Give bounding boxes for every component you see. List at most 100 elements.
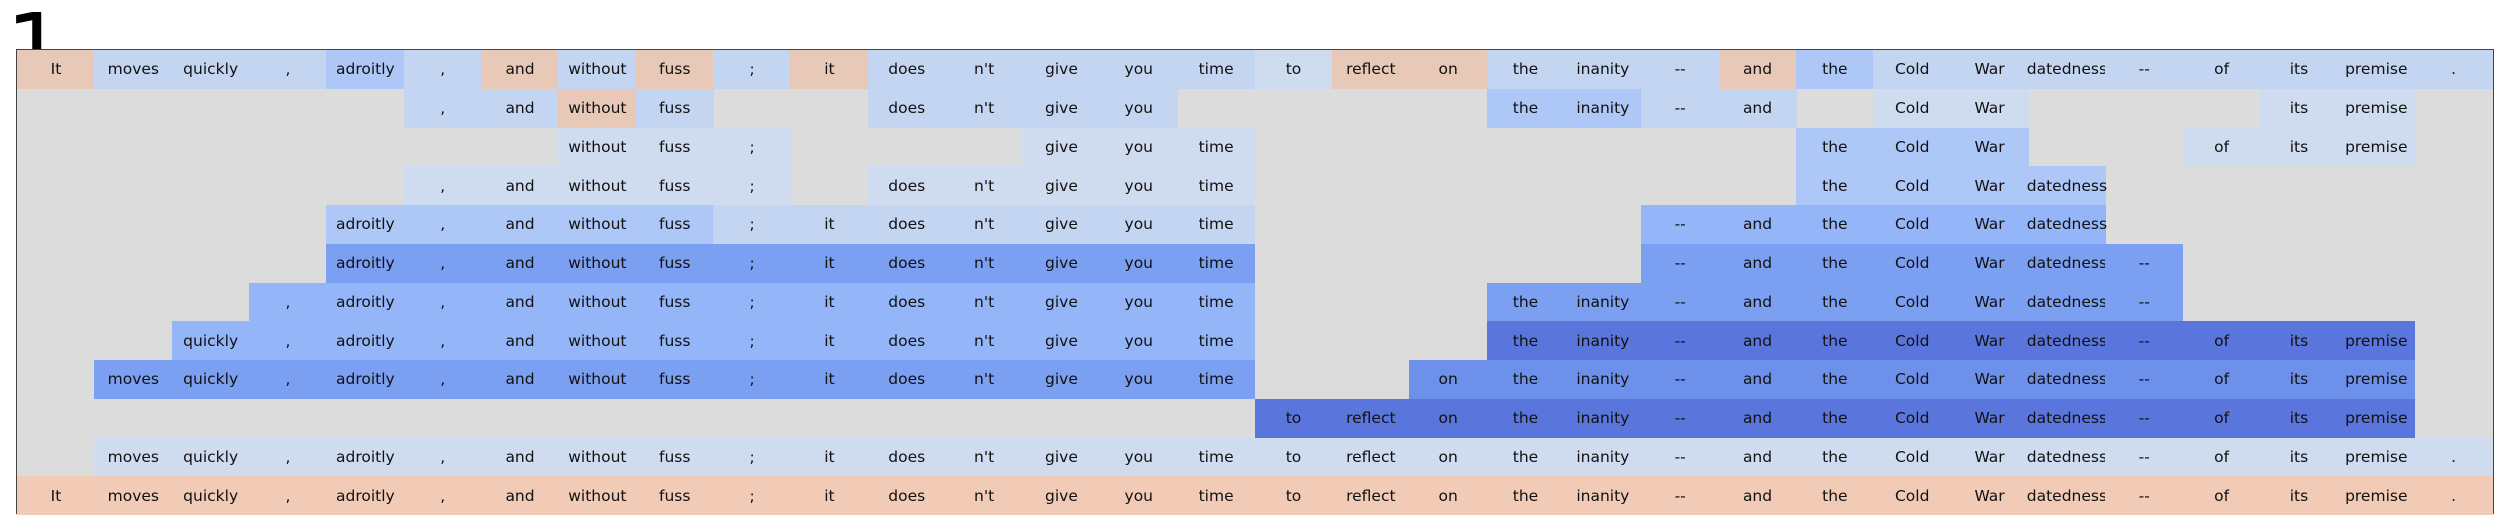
- token-cell: without: [558, 243, 637, 283]
- token-cell: of: [2182, 398, 2261, 438]
- token-cell: datedness: [2027, 166, 2107, 205]
- token-cell: n't: [945, 437, 1024, 477]
- token-cell: its: [2259, 127, 2338, 167]
- token-cell: --: [2105, 360, 2184, 399]
- token-cell: premise: [2337, 360, 2416, 399]
- token-cell: it: [790, 205, 869, 244]
- token-cell: time: [1177, 243, 1256, 283]
- token-cell: War: [1950, 50, 2029, 89]
- token-cell: you: [1099, 476, 1178, 515]
- token-cell: on: [1409, 360, 1488, 399]
- token-cell: time: [1177, 476, 1256, 515]
- token-cell: ,: [249, 476, 327, 515]
- token-cell: time: [1177, 127, 1256, 167]
- token-cell: ;: [713, 127, 792, 167]
- token-cell: .: [2414, 437, 2493, 477]
- token-cell: moves: [94, 476, 173, 515]
- token-cell: and: [481, 50, 559, 89]
- token-cell: you: [1099, 166, 1178, 205]
- token-cell: its: [2259, 437, 2338, 477]
- token-cell: its: [2259, 360, 2338, 399]
- token-cell: and: [481, 321, 559, 360]
- token-cell: ,: [403, 321, 482, 360]
- token-cell: to: [1254, 50, 1333, 89]
- token-cell: --: [2105, 476, 2184, 515]
- token-cell: without: [558, 476, 637, 515]
- token-cell: ,: [403, 476, 482, 515]
- token-cell: premise: [2337, 437, 2416, 477]
- token-cell: inanity: [1563, 437, 1642, 477]
- token-cell: fuss: [635, 205, 714, 244]
- token-cell: the: [1795, 205, 1874, 244]
- token-cell: time: [1177, 50, 1256, 89]
- token-cell: without: [558, 127, 637, 167]
- token-cell: the: [1795, 127, 1874, 167]
- token-cell: and: [481, 282, 559, 322]
- token-cell: you: [1099, 437, 1178, 477]
- token-cell: does: [867, 437, 946, 477]
- token-cell: ;: [713, 205, 792, 244]
- token-cell: you: [1099, 127, 1178, 167]
- token-cell: the: [1486, 398, 1565, 438]
- token-cell: War: [1950, 205, 2029, 244]
- token-cell: and: [1718, 205, 1797, 244]
- token-cell: it: [790, 243, 869, 283]
- token-cell: Cold: [1873, 127, 1952, 167]
- token-cell: does: [867, 88, 946, 128]
- token-cell: ,: [403, 360, 482, 399]
- token-cell: the: [1486, 360, 1565, 399]
- token-cell: does: [867, 476, 946, 515]
- token-cell: it: [790, 437, 869, 477]
- token-cell: reflect: [1331, 398, 1410, 438]
- token-cell: --: [2105, 398, 2184, 438]
- token-cell: datedness: [2027, 50, 2107, 89]
- token-cell: of: [2182, 127, 2261, 167]
- token-cell: give: [1022, 88, 1101, 128]
- token-cell: does: [867, 205, 946, 244]
- token-cell: give: [1022, 50, 1101, 89]
- token-cell: fuss: [635, 360, 714, 399]
- token-cell: without: [558, 282, 637, 322]
- token-cell: inanity: [1563, 88, 1642, 128]
- token-cell: inanity: [1563, 398, 1642, 438]
- token-cell: --: [1641, 321, 1720, 360]
- token-cell: It: [17, 476, 95, 515]
- token-cell: n't: [945, 476, 1024, 515]
- token-cell: datedness: [2027, 437, 2107, 477]
- token-cell: does: [867, 166, 946, 205]
- token-cell: and: [481, 476, 559, 515]
- token-cell: the: [1486, 282, 1565, 322]
- token-cell: Cold: [1873, 360, 1952, 399]
- token-cell: and: [481, 243, 559, 283]
- token-cell: fuss: [635, 437, 714, 477]
- token-cell: adroitly: [326, 437, 405, 477]
- token-cell: inanity: [1563, 282, 1642, 322]
- token-cell: the: [1795, 243, 1874, 283]
- token-cell: ,: [249, 282, 327, 322]
- token-cell: Cold: [1873, 282, 1952, 322]
- token-cell: Cold: [1873, 321, 1952, 360]
- token-cell: of: [2182, 50, 2261, 89]
- token-cell: ;: [713, 282, 792, 322]
- token-cell: to: [1254, 437, 1333, 477]
- token-cell: ,: [403, 437, 482, 477]
- token-cell: War: [1950, 166, 2029, 205]
- token-cell: datedness: [2027, 282, 2107, 322]
- token-cell: --: [1641, 360, 1720, 399]
- token-cell: give: [1022, 282, 1101, 322]
- token-cell: fuss: [635, 476, 714, 515]
- token-cell: its: [2259, 50, 2338, 89]
- token-cell: ,: [249, 437, 327, 477]
- token-cell: reflect: [1331, 437, 1410, 477]
- token-cell: ,: [403, 88, 482, 128]
- token-cell: quickly: [171, 321, 250, 360]
- token-cell: ;: [713, 50, 792, 89]
- token-cell: and: [1718, 437, 1797, 477]
- token-cell: adroitly: [326, 243, 405, 283]
- token-cell: the: [1795, 321, 1874, 360]
- token-cell: without: [558, 360, 637, 399]
- token-cell: and: [481, 360, 559, 399]
- token-cell: give: [1022, 476, 1101, 515]
- token-cell: and: [1718, 398, 1797, 438]
- token-cell: ;: [713, 437, 792, 477]
